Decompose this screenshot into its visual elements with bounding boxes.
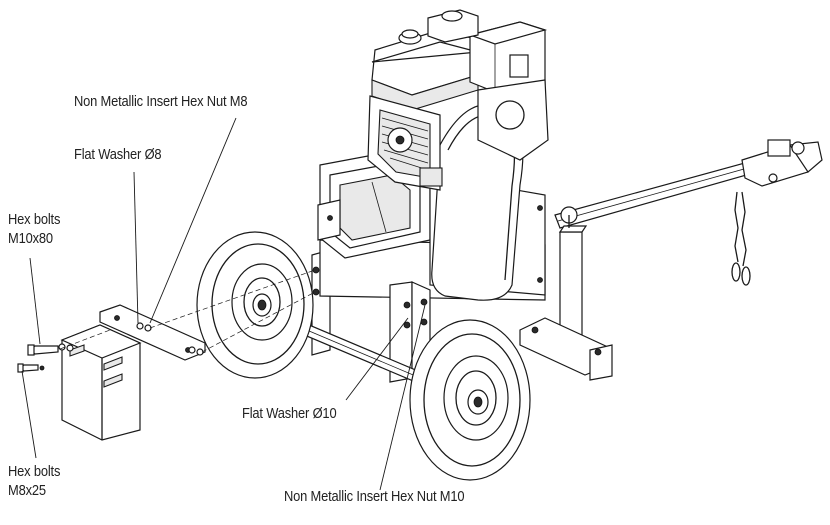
leader-washer-8: [133, 171, 139, 324]
label-hex-m10x80-line1: Hex bolts: [8, 211, 61, 228]
washer-small-3: [39, 365, 45, 371]
engine: [367, 9, 549, 191]
label-washer-10: Flat Washer Ø10: [242, 405, 337, 422]
guard-box: [60, 324, 142, 441]
callout-leaders: [21, 117, 426, 491]
left-wheel: [196, 231, 314, 379]
leader-nut-m10: [379, 304, 426, 491]
leader-washer-10: [345, 317, 409, 401]
hex-bolt-m10x80: [27, 344, 59, 356]
washer-small-1: [58, 343, 66, 351]
label-washer-8: Flat Washer Ø8: [74, 146, 162, 163]
label-hex-m8x25-line2: M8x25: [8, 482, 46, 499]
label-nut-m10: Non Metallic Insert Hex Nut M10: [284, 488, 465, 505]
leader-hex-m8x25: [21, 370, 37, 459]
flat-washer-8-b: [188, 346, 196, 354]
leader-hex-m10x80: [29, 257, 41, 345]
assembly-dashed-lines: [59, 269, 316, 353]
flat-washer-8-a: [136, 322, 144, 330]
tow-bar: [554, 139, 823, 286]
label-hex-m8x25-line1: Hex bolts: [8, 463, 61, 480]
hex-nut-m8-b: [196, 348, 204, 356]
leader-nut-m8: [149, 117, 237, 324]
hex-bolt-m8x25: [17, 363, 39, 373]
front-support-stand: [519, 206, 613, 381]
label-hex-m10x80-line2: M10x80: [8, 230, 53, 247]
label-nut-m8: Non Metallic Insert Hex Nut M8: [74, 93, 248, 110]
right-wheel: [409, 319, 531, 481]
